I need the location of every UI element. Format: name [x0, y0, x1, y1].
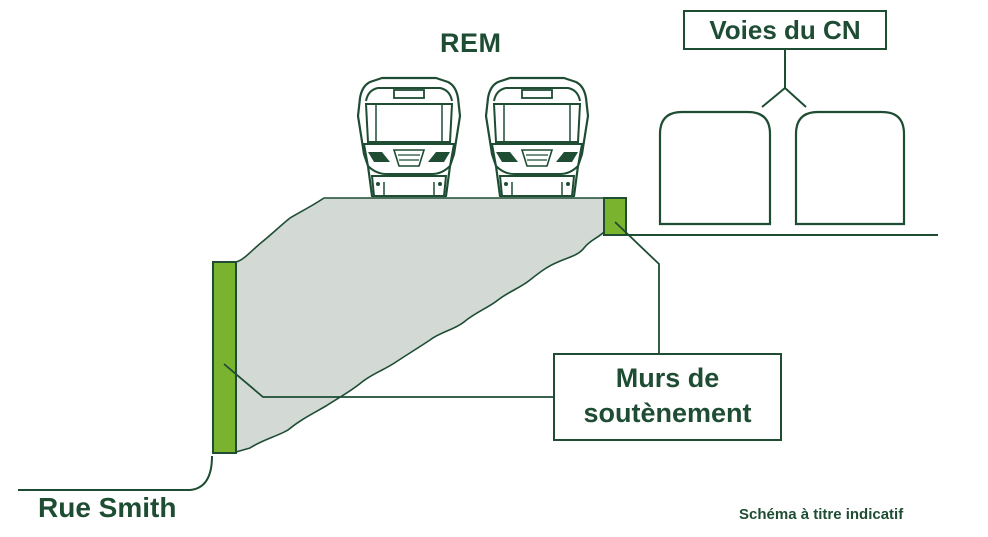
- retaining-walls-label: Murs de soutènement: [553, 353, 782, 441]
- rem-train-icon: [484, 76, 590, 198]
- cn-railcar-icon: [794, 110, 906, 226]
- cn-tracks-label: Voies du CN: [683, 10, 887, 50]
- rem-train-icon: [356, 76, 462, 198]
- disclaimer-note: Schéma à titre indicatif: [739, 506, 904, 523]
- cn-callout-connector: [761, 49, 807, 108]
- rem-label: REM: [440, 28, 502, 58]
- cn-railcar-icon: [658, 110, 772, 226]
- retaining-wall-right: [603, 197, 627, 236]
- walls-callout-connector-left: [223, 363, 553, 398]
- ground-line-left: [18, 455, 213, 491]
- embankment: [235, 197, 605, 453]
- retaining-wall-left: [212, 261, 237, 454]
- walls-callout-connector-right: [614, 221, 660, 353]
- retaining-walls-label-line2: soutènement: [583, 398, 752, 428]
- retaining-walls-label-line1: Murs de: [615, 363, 720, 393]
- street-label: Rue Smith: [38, 492, 177, 523]
